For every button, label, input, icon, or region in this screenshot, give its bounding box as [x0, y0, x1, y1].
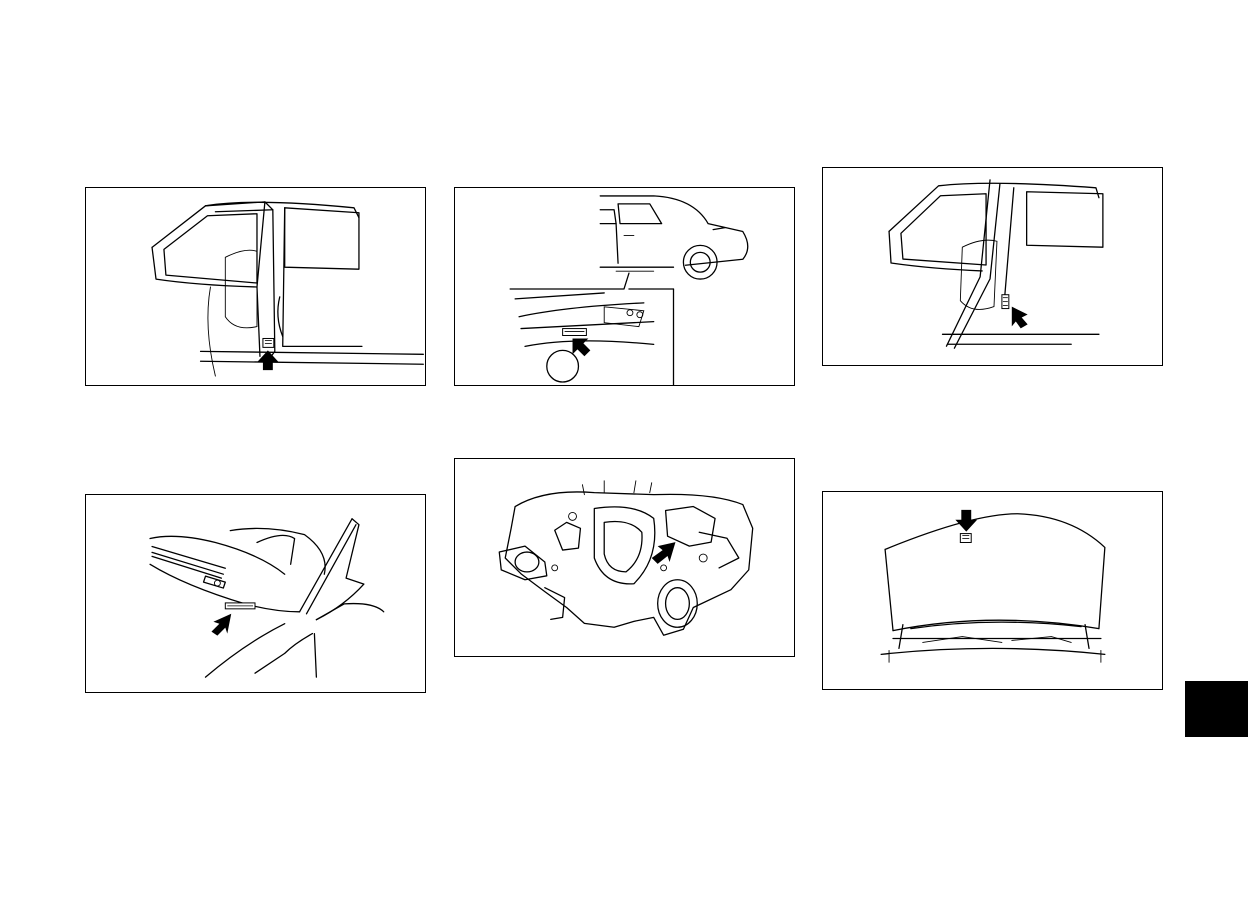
arrow-icon — [1012, 307, 1028, 329]
chapter-tab — [1185, 681, 1248, 737]
door-pillar-illustration — [86, 188, 425, 385]
figure-engine-serial-number — [454, 458, 795, 657]
figure-center-pillar-label — [822, 167, 1163, 366]
label-location-box — [263, 338, 274, 347]
figure-hood-emission-label — [822, 491, 1163, 690]
hood-illustration — [823, 492, 1162, 689]
figure-dashboard-vin-plate — [85, 494, 426, 693]
figure-door-pillar-label — [85, 187, 426, 386]
arrow-icon — [652, 542, 676, 564]
underbody-illustration — [455, 188, 794, 385]
figure-underbody-frame-label — [454, 187, 795, 386]
arrow-icon — [955, 510, 977, 532]
engine-illustration — [455, 459, 794, 656]
arrow-icon — [211, 614, 231, 636]
label-location-box — [563, 329, 587, 336]
label-location-box — [960, 534, 971, 543]
dashboard-illustration — [86, 495, 425, 692]
center-pillar-illustration — [823, 168, 1162, 365]
